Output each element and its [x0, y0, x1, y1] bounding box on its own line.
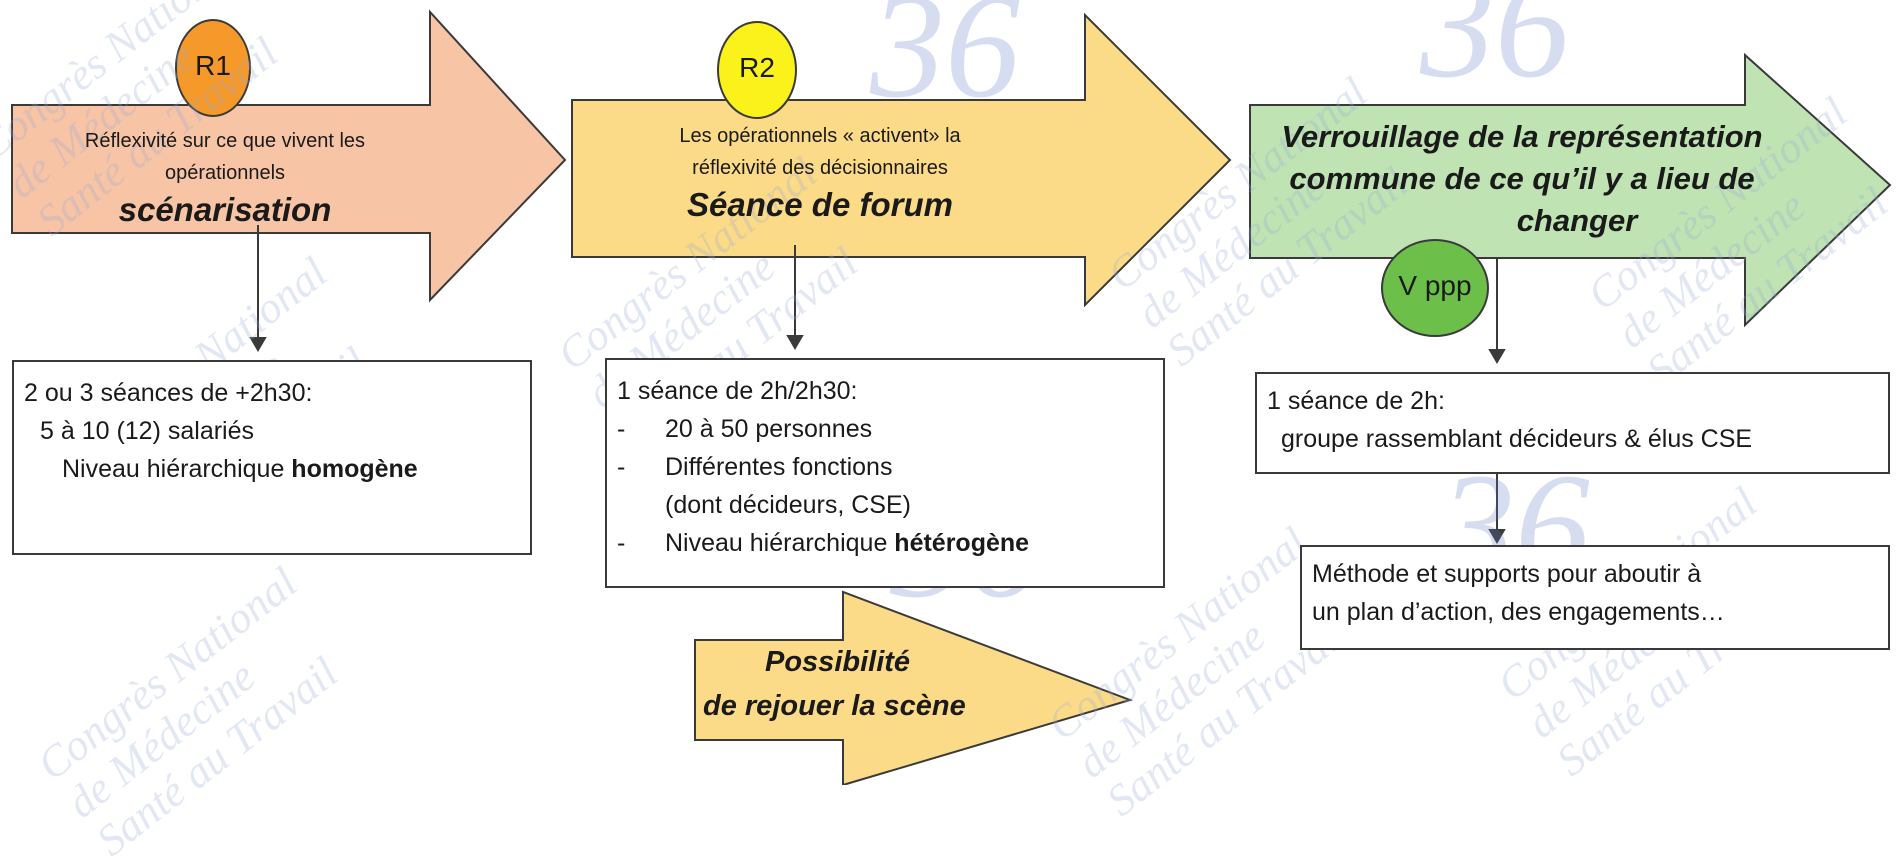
- stage-1-emphasis: homogène: [291, 455, 418, 483]
- connector-4-head: [1488, 529, 1506, 544]
- stage-3-title-line-2: commune de ce qu’il y a lieu de: [1289, 161, 1755, 196]
- badge-r1: [175, 19, 251, 117]
- stage-2-title: Séance de forum: [687, 186, 953, 223]
- stage-3-title-line-1: Verrouillage de la représentation: [1281, 119, 1763, 154]
- stage-3-method-box: Méthode et supports pour aboutir à un pl…: [1300, 545, 1890, 650]
- stage-3-method-line-1: Méthode et supports pour aboutir à: [1312, 560, 1702, 588]
- stage-1-title: scénarisation: [118, 191, 332, 228]
- connector-1-head: [249, 337, 267, 352]
- stage-2-detail-title: 1 séance de 2h/2h30:: [617, 377, 858, 405]
- flow-diagram: [11, 9, 1892, 785]
- stage-1-desc-line-1: Réflexivité sur ce que vivent les: [84, 130, 366, 152]
- stage-1-details-box: 2 ou 3 séances de +2h30: 5 à 10 (12) sal…: [12, 360, 532, 555]
- stage-1-detail-line-1: 2 ou 3 séances de +2h30:: [24, 379, 313, 407]
- stage-2-desc-line-1: Les opérationnels « activent» la: [679, 125, 961, 147]
- badge-v-ppp: [1381, 239, 1489, 337]
- stage-1-detail-line-2: 5 à 10 (12) salariés: [40, 417, 255, 445]
- stage-3-detail-line-1: 1 séance de 2h:: [1267, 387, 1445, 415]
- stage-3-details-box: 1 séance de 2h: groupe rassemblant décid…: [1255, 372, 1890, 474]
- stage-2-bullet-2-cont: (dont décideurs, CSE): [665, 491, 911, 519]
- badge-v-ppp-label: V ppp: [1398, 270, 1472, 301]
- badge-r2: [717, 21, 797, 119]
- badge-r2-label: R2: [739, 52, 775, 83]
- stage-3-method-line-2: un plan d’action, des engagements…: [1312, 598, 1725, 626]
- stage-3-detail-line-2: groupe rassemblant décideurs & élus CSE: [1281, 425, 1753, 453]
- stage-2-details-box: 1 séance de 2h/2h30: -20 à 50 personnes …: [605, 358, 1165, 588]
- stage-2-arrow-text: Les opérationnels « activent» la réflexi…: [585, 120, 1055, 226]
- stage-2-bullet-1: -20 à 50 personnes: [617, 415, 873, 443]
- replay-line-1: Possibilité: [765, 646, 911, 678]
- stage-2-bullet-2: -Différentes fonctions: [617, 453, 893, 481]
- badge-r1-label: R1: [195, 50, 231, 81]
- stage-1-desc-line-2: opérationnels: [164, 162, 286, 184]
- replay-line-2: de rejouer la scène: [703, 690, 966, 722]
- stage-1-detail-line-3: Niveau hiérarchique homogène: [62, 455, 418, 483]
- replay-arrow: [694, 590, 1134, 785]
- connector-2-head: [786, 335, 804, 350]
- stage-2-desc-line-2: réflexivité des décisionnaires: [692, 157, 948, 179]
- stage-1-arrow: [11, 9, 567, 303]
- stage-3-title-line-3: changer: [1516, 203, 1638, 238]
- replay-arrow-text: Possibilité de rejouer la scène: [695, 640, 995, 728]
- stage-3-arrow-text: Verrouillage de la représentation commun…: [1262, 116, 1782, 242]
- stage-2-arrow: [571, 12, 1232, 308]
- stage-2-bullet-3: -Niveau hiérarchique hétérogène: [617, 529, 1030, 557]
- connector-3-head: [1488, 349, 1506, 364]
- stage-2-emphasis: hétérogène: [894, 529, 1030, 557]
- stage-1-arrow-text: Réflexivité sur ce que vivent les opérat…: [20, 125, 430, 231]
